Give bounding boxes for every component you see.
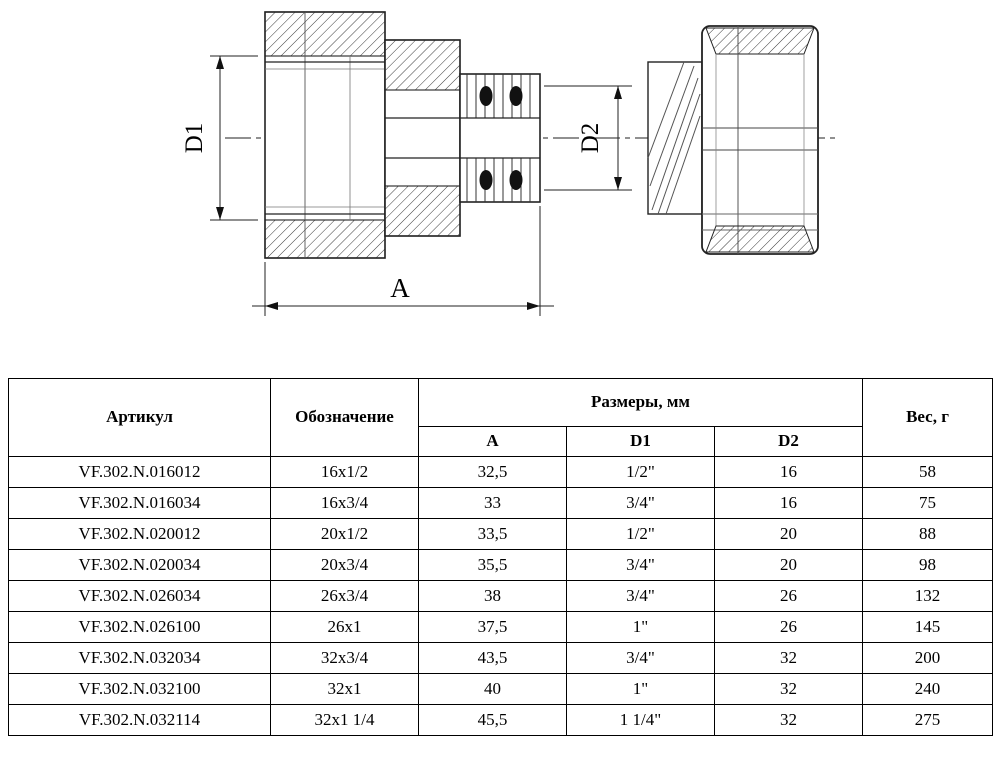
table-row: VF.302.N.016034 16x3/4 33 3/4" 16 75	[8, 487, 994, 519]
cell-designation: 20x1/2	[270, 518, 419, 550]
cell-article: VF.302.N.026100	[8, 611, 271, 643]
dimension-a: A	[252, 206, 554, 316]
cell-a: 33,5	[418, 518, 567, 550]
cell-a: 40	[418, 673, 567, 705]
arrowhead	[216, 56, 224, 69]
col-header-designation: Обозначение	[270, 378, 419, 457]
fitting-section-view	[264, 11, 541, 259]
cell-weight: 145	[862, 611, 994, 643]
table-row: VF.302.N.026034 26x3/4 38 3/4" 26 132	[8, 580, 994, 612]
cell-a: 38	[418, 580, 567, 612]
arrowhead	[265, 302, 278, 310]
cell-designation: 16x3/4	[270, 487, 419, 519]
cell-d2: 16	[713, 487, 864, 519]
cell-weight: 240	[862, 673, 994, 705]
dimension-d1: D1	[181, 55, 258, 221]
cell-d1: 1/2"	[566, 456, 715, 488]
table-header-row-2: A D1 D2	[9, 426, 993, 457]
col-header-d2: D2	[713, 426, 864, 457]
cell-d1: 1"	[566, 673, 715, 705]
cell-designation: 32x1	[270, 673, 419, 705]
o-ring	[509, 170, 523, 190]
cell-d1: 3/4"	[566, 487, 715, 519]
cell-a: 33	[418, 487, 567, 519]
cell-d1: 1"	[566, 611, 715, 643]
cell-a: 43,5	[418, 642, 567, 674]
cell-d1: 1 1/4"	[566, 704, 715, 736]
cell-d2: 26	[713, 580, 864, 612]
table-row: VF.302.N.032100 32x1 40 1" 32 240	[8, 673, 994, 705]
cell-weight: 132	[862, 580, 994, 612]
col-header-weight: Вес, г	[862, 378, 994, 457]
cell-weight: 275	[862, 704, 994, 736]
table-row: VF.302.N.016012 16x1/2 32,5 1/2" 16 58	[8, 456, 994, 488]
cell-weight: 88	[862, 518, 994, 550]
cell-a: 37,5	[418, 611, 567, 643]
cell-designation: 32x3/4	[270, 642, 419, 674]
cell-d2: 26	[713, 611, 864, 643]
cell-article: VF.302.N.032034	[8, 642, 271, 674]
cell-d1: 3/4"	[566, 642, 715, 674]
cell-d2: 20	[713, 518, 864, 550]
cell-article: VF.302.N.016012	[8, 456, 271, 488]
technical-drawing: D1 D2 A	[0, 0, 1000, 366]
o-ring	[479, 170, 493, 190]
cell-d1: 3/4"	[566, 580, 715, 612]
cell-d2: 16	[713, 456, 864, 488]
cell-d2: 32	[713, 673, 864, 705]
cell-designation: 32x1 1/4	[270, 704, 419, 736]
cell-d1: 1/2"	[566, 518, 715, 550]
table-row: VF.302.N.032034 32x3/4 43,5 3/4" 32 200	[8, 642, 994, 674]
cell-article: VF.302.N.026034	[8, 580, 271, 612]
cell-designation: 26x3/4	[270, 580, 419, 612]
cell-designation: 20x3/4	[270, 549, 419, 581]
table-row: VF.302.N.020012 20x1/2 33,5 1/2" 20 88	[8, 518, 994, 550]
arrowhead	[614, 86, 622, 99]
dimension-label-d1: D1	[181, 123, 208, 154]
cell-weight: 58	[862, 456, 994, 488]
col-header-d1: D1	[566, 426, 715, 457]
cell-article: VF.302.N.016034	[8, 487, 271, 519]
cell-weight: 75	[862, 487, 994, 519]
dimension-label-d2: D2	[577, 123, 604, 154]
union-nut-view	[647, 25, 819, 255]
o-ring	[479, 86, 493, 106]
cell-a: 45,5	[418, 704, 567, 736]
cell-d2: 32	[713, 704, 864, 736]
col-header-a: A	[418, 426, 567, 457]
cell-designation: 26x1	[270, 611, 419, 643]
cell-article: VF.302.N.020034	[8, 549, 271, 581]
fitting-drawing: D1 D2 A	[181, 11, 840, 316]
o-ring	[509, 86, 523, 106]
table-row: VF.302.N.020034 20x3/4 35,5 3/4" 20 98	[8, 549, 994, 581]
arrowhead	[216, 207, 224, 220]
cell-designation: 16x1/2	[270, 456, 419, 488]
arrowhead	[527, 302, 540, 310]
cell-d2: 20	[713, 549, 864, 581]
table-header-row-1: Артикул Обозначение Размеры, мм Вес, г	[8, 378, 994, 457]
cell-article: VF.302.N.020012	[8, 518, 271, 550]
cell-a: 32,5	[418, 456, 567, 488]
arrowhead	[614, 177, 622, 190]
cell-d1: 3/4"	[566, 549, 715, 581]
table-row: VF.302.N.026100 26x1 37,5 1" 26 145	[8, 611, 994, 643]
spec-table: Артикул Обозначение Размеры, мм Вес, г A…	[8, 378, 994, 736]
cell-weight: 200	[862, 642, 994, 674]
dimension-d2: D2	[544, 85, 632, 191]
cell-a: 35,5	[418, 549, 567, 581]
dimension-label-a: A	[390, 273, 410, 303]
cell-weight: 98	[862, 549, 994, 581]
cell-article: VF.302.N.032100	[8, 673, 271, 705]
cell-d2: 32	[713, 642, 864, 674]
cell-article: VF.302.N.032114	[8, 704, 271, 736]
col-header-article: Артикул	[8, 378, 271, 457]
table-row: VF.302.N.032114 32x1 1/4 45,5 1 1/4" 32 …	[8, 704, 994, 736]
col-header-dimensions: Размеры, мм	[417, 378, 864, 427]
